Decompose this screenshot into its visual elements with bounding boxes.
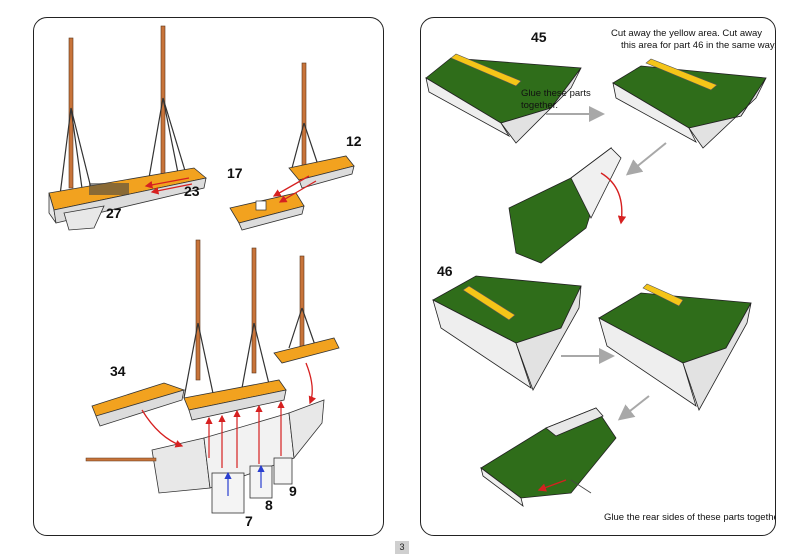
ship-assembly-main (85, 239, 340, 514)
part-label-34: 34 (110, 363, 126, 379)
left-assembly-panel: 27 23 12 17 (33, 17, 384, 536)
right-assembly-illustration: 45 Cut away the yellow area. Cut away th… (425, 28, 776, 523)
part-45-glued-view (508, 146, 627, 264)
part-46-cut-view (598, 283, 752, 411)
left-assembly-illustration: 27 23 12 17 (48, 25, 362, 529)
part-label-45: 45 (531, 29, 547, 45)
part-46-open-view (432, 275, 582, 391)
deck-assembly-17-12 (229, 62, 355, 231)
part-46-glued-view (480, 407, 617, 507)
attach-arrows-17 (272, 175, 317, 203)
part-label-8: 8 (265, 497, 273, 513)
cut-instruction-line2: this area for part 46 in the same way. (621, 40, 776, 51)
part-label-7: 7 (245, 513, 253, 529)
part-label-23: 23 (184, 183, 200, 199)
right-assembly-panel: 45 Cut away the yellow area. Cut away th… (420, 17, 776, 536)
glue-note-line1: Glue these parts (521, 88, 591, 99)
attach-arrows-hull (141, 362, 317, 496)
glue-note-line2: together. (521, 100, 558, 111)
part-label-46: 46 (437, 263, 453, 279)
step-arrow-2 (625, 142, 667, 176)
cut-instruction-line1: Cut away the yellow area. Cut away (611, 28, 762, 39)
page-number: 3 (395, 541, 409, 554)
part-label-12: 12 (346, 133, 362, 149)
part-45-cut-view (612, 58, 767, 149)
attach-arrows-23 (144, 177, 193, 195)
part-label-9: 9 (289, 483, 297, 499)
deck-assembly-27-23 (48, 25, 207, 231)
part-45-open-view (425, 53, 582, 144)
glue-rear-note: Glue the rear sides of these parts toget… (604, 512, 776, 523)
step-arrow-4 (617, 395, 650, 421)
part-label-17: 17 (227, 165, 243, 181)
part-label-27: 27 (106, 205, 122, 221)
